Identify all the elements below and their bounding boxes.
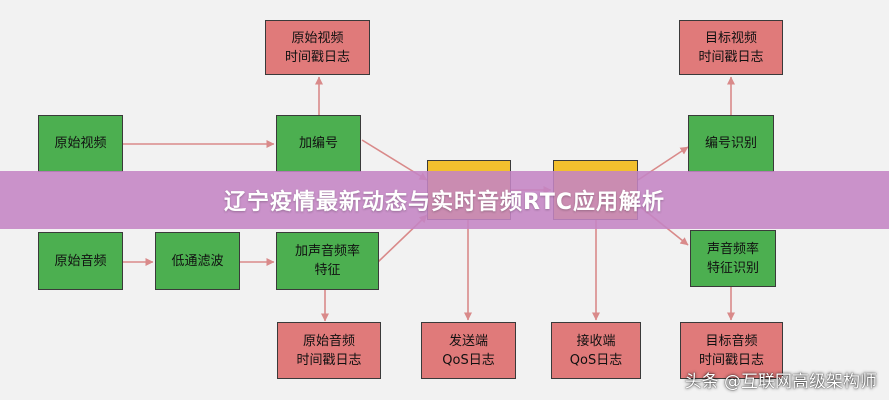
- banner-title: 辽宁疫情最新动态与实时音频RTC应用解析: [223, 190, 666, 215]
- receiver-qos-log-node: 接收端 QoS日志: [551, 322, 641, 379]
- number-recognition-node: 编号识别: [688, 115, 774, 172]
- target-video-ts-log-node: 目标视频 时间戳日志: [679, 20, 783, 75]
- orig-video-node: 原始视频: [38, 115, 123, 172]
- lowpass-filter-node: 低通滤波: [155, 232, 240, 290]
- target-audio-ts-log-node: 目标音频 时间戳日志: [680, 322, 783, 379]
- orig-video-ts-log-node: 原始视频 时间戳日志: [265, 20, 370, 75]
- add-number-node: 加编号: [276, 115, 361, 172]
- title-banner: 辽宁疫情最新动态与实时音频RTC应用解析: [0, 171, 889, 229]
- add-audio-feature-node: 加声音频率 特征: [276, 232, 379, 290]
- orig-audio-node: 原始音频: [38, 232, 123, 290]
- audio-feature-recognition-node: 声音频率 特征识别: [690, 230, 776, 287]
- sender-qos-log-node: 发送端 QoS日志: [421, 322, 516, 379]
- watermark: 头条 @互联网高级架构师: [684, 372, 877, 392]
- orig-audio-ts-log-node: 原始音频 时间戳日志: [277, 322, 381, 379]
